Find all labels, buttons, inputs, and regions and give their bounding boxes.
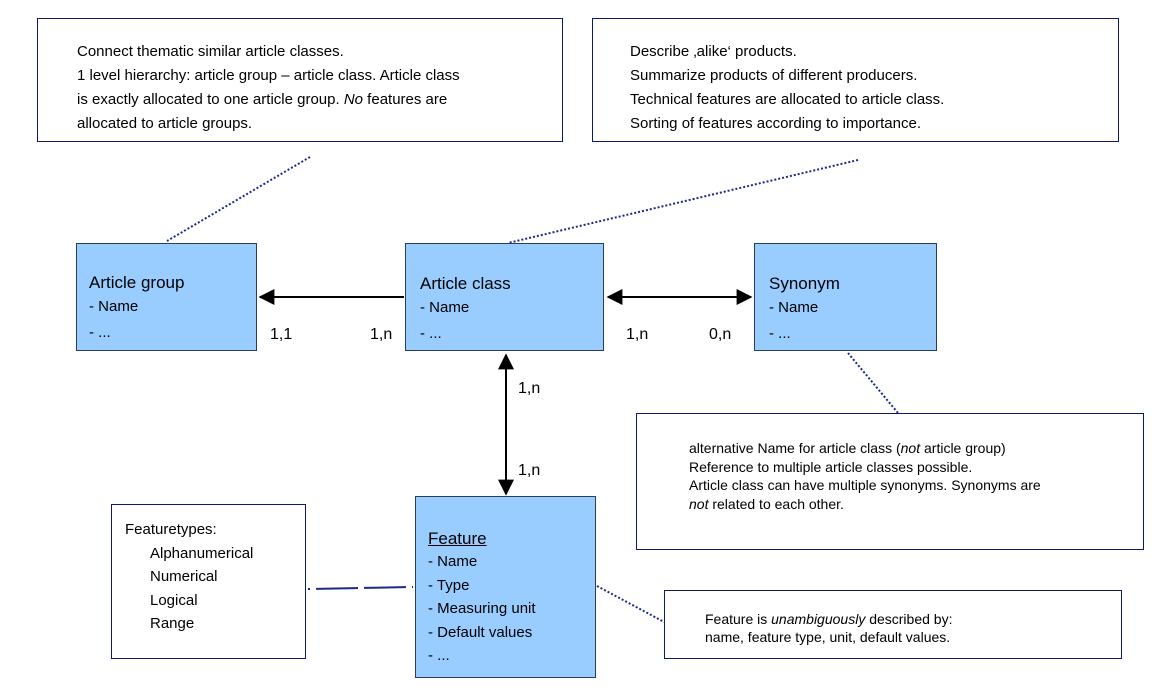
note-connector-synonym <box>847 352 899 414</box>
multiplicity-class-side-synonym: 1,n <box>626 326 649 343</box>
note-featuretypes: Featuretypes: Alphanumerical Numerical L… <box>111 504 306 659</box>
note-feature: Feature is unambiguously described by: n… <box>664 590 1122 659</box>
note-line: Sorting of features according to importa… <box>630 115 921 132</box>
featuretypes-title: Featuretypes: <box>125 521 217 538</box>
entity-article-group: Article group - Name - ... <box>76 243 257 351</box>
entity-title: Article class <box>420 274 511 293</box>
note-connector-feature <box>596 585 667 624</box>
note-line: Connect thematic similar article classes… <box>77 43 344 60</box>
multiplicity-class-side-feature: 1,n <box>518 380 541 397</box>
entity-attribute: - Name <box>428 553 478 570</box>
entity-attribute: - Default values <box>428 623 533 641</box>
multiplicity-feature-side: 1,n <box>518 462 541 479</box>
note-line: name, feature type, unit, default values… <box>705 629 951 645</box>
note-synonym: alternative Name for article class (not … <box>636 413 1144 550</box>
entity-attribute: - ... <box>89 324 111 341</box>
entity-attribute: - Name <box>89 298 139 315</box>
note-line: Summarize products of different producer… <box>630 67 918 84</box>
entity-attribute: - ... <box>428 647 450 664</box>
entity-attribute: - Name <box>769 299 819 316</box>
entity-attribute: - ... <box>769 325 791 342</box>
note-article-class: Describe ‚alike‘ products. Summarize pro… <box>592 18 1119 142</box>
note-article-group: Connect thematic similar article classes… <box>37 18 563 142</box>
entity-article-class: Article class - Name - ... <box>405 243 604 351</box>
featuretype-item: Logical <box>150 591 198 609</box>
note-line: is exactly allocated to one article grou… <box>77 91 448 108</box>
note-line: Reference to multiple article classes po… <box>689 458 973 475</box>
featuretype-item: Alphanumerical <box>150 544 254 562</box>
featuretype-item: Range <box>150 615 195 632</box>
multiplicity-class-side-group: 1,n <box>370 326 393 343</box>
featuretype-item: Numerical <box>150 568 218 585</box>
entity-feature: Feature - Name - Type - Measuring unit -… <box>415 496 596 678</box>
multiplicity-group-side: 1,1 <box>270 326 293 343</box>
entity-attribute: - ... <box>420 325 442 342</box>
note-line: alternative Name for article class (not … <box>689 440 1006 456</box>
entity-attribute: - Measuring unit <box>428 600 536 617</box>
note-line: 1 level hierarchy: article group – artic… <box>77 67 460 84</box>
note-line: Article class can have multiple synonyms… <box>689 477 1041 493</box>
entity-synonym: Synonym - Name - ... <box>754 243 937 351</box>
multiplicity-synonym-side: 0,n <box>709 326 732 343</box>
note-line: Describe ‚alike‘ products. <box>630 43 797 60</box>
note-line: Feature is unambiguously described by: <box>705 611 953 627</box>
entity-title: Article group <box>89 273 185 292</box>
entity-title: Synonym <box>769 274 840 293</box>
note-line: allocated to article groups. <box>77 115 253 132</box>
note-connector-article-group <box>166 156 311 242</box>
note-line: not related to each other. <box>689 495 844 512</box>
entity-attribute: - Type <box>428 576 470 594</box>
note-connector-featuretypes <box>307 586 414 590</box>
entity-title: Feature <box>428 529 487 548</box>
entity-attribute: - Name <box>420 299 470 316</box>
note-connector-article-class <box>507 159 859 244</box>
note-line: Technical features are allocated to arti… <box>630 91 945 108</box>
